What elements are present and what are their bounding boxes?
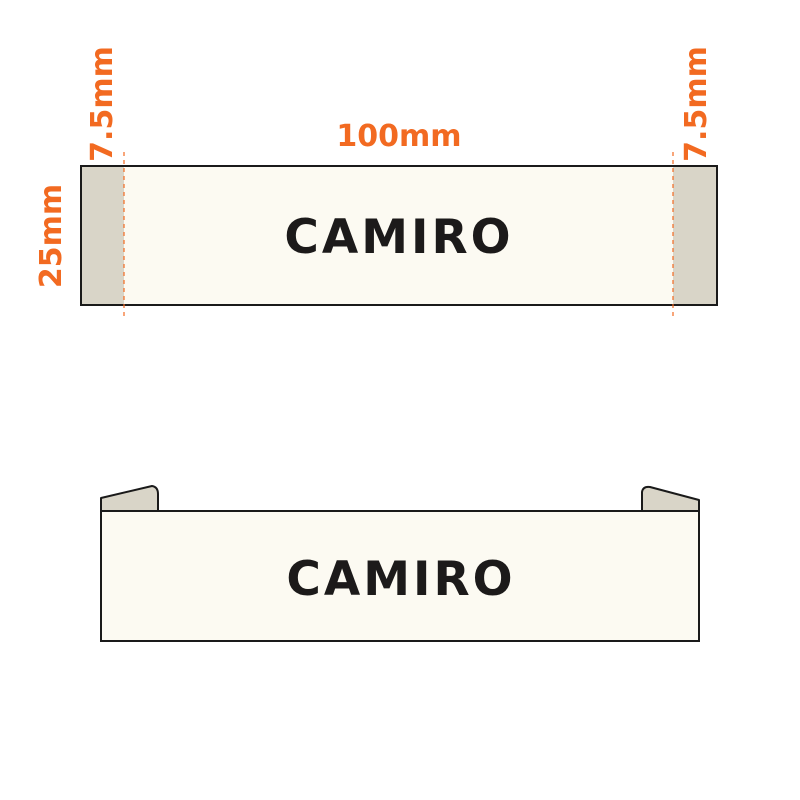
folded-label-body <box>100 510 700 642</box>
flat-label: CAMIRO 100mm 7.5mm 7.5mm 25mm <box>34 46 718 318</box>
flat-label-body <box>81 166 717 305</box>
flat-label-brand: CAMIRO <box>284 210 513 265</box>
left-fold-zone <box>81 166 124 305</box>
right-fold-zone <box>673 166 717 305</box>
left-folded-flap <box>100 485 159 512</box>
width-dimension-label: 100mm <box>336 119 461 154</box>
folded-label: CAMIRO <box>100 485 700 642</box>
flat-label-outline <box>80 165 718 306</box>
height-dimension-label: 25mm <box>34 184 69 288</box>
right-fold-dimension-label: 7.5mm <box>679 46 714 162</box>
folded-label-brand: CAMIRO <box>286 552 515 607</box>
left-fold-dimension-label: 7.5mm <box>85 46 120 162</box>
right-folded-flap <box>641 485 700 512</box>
